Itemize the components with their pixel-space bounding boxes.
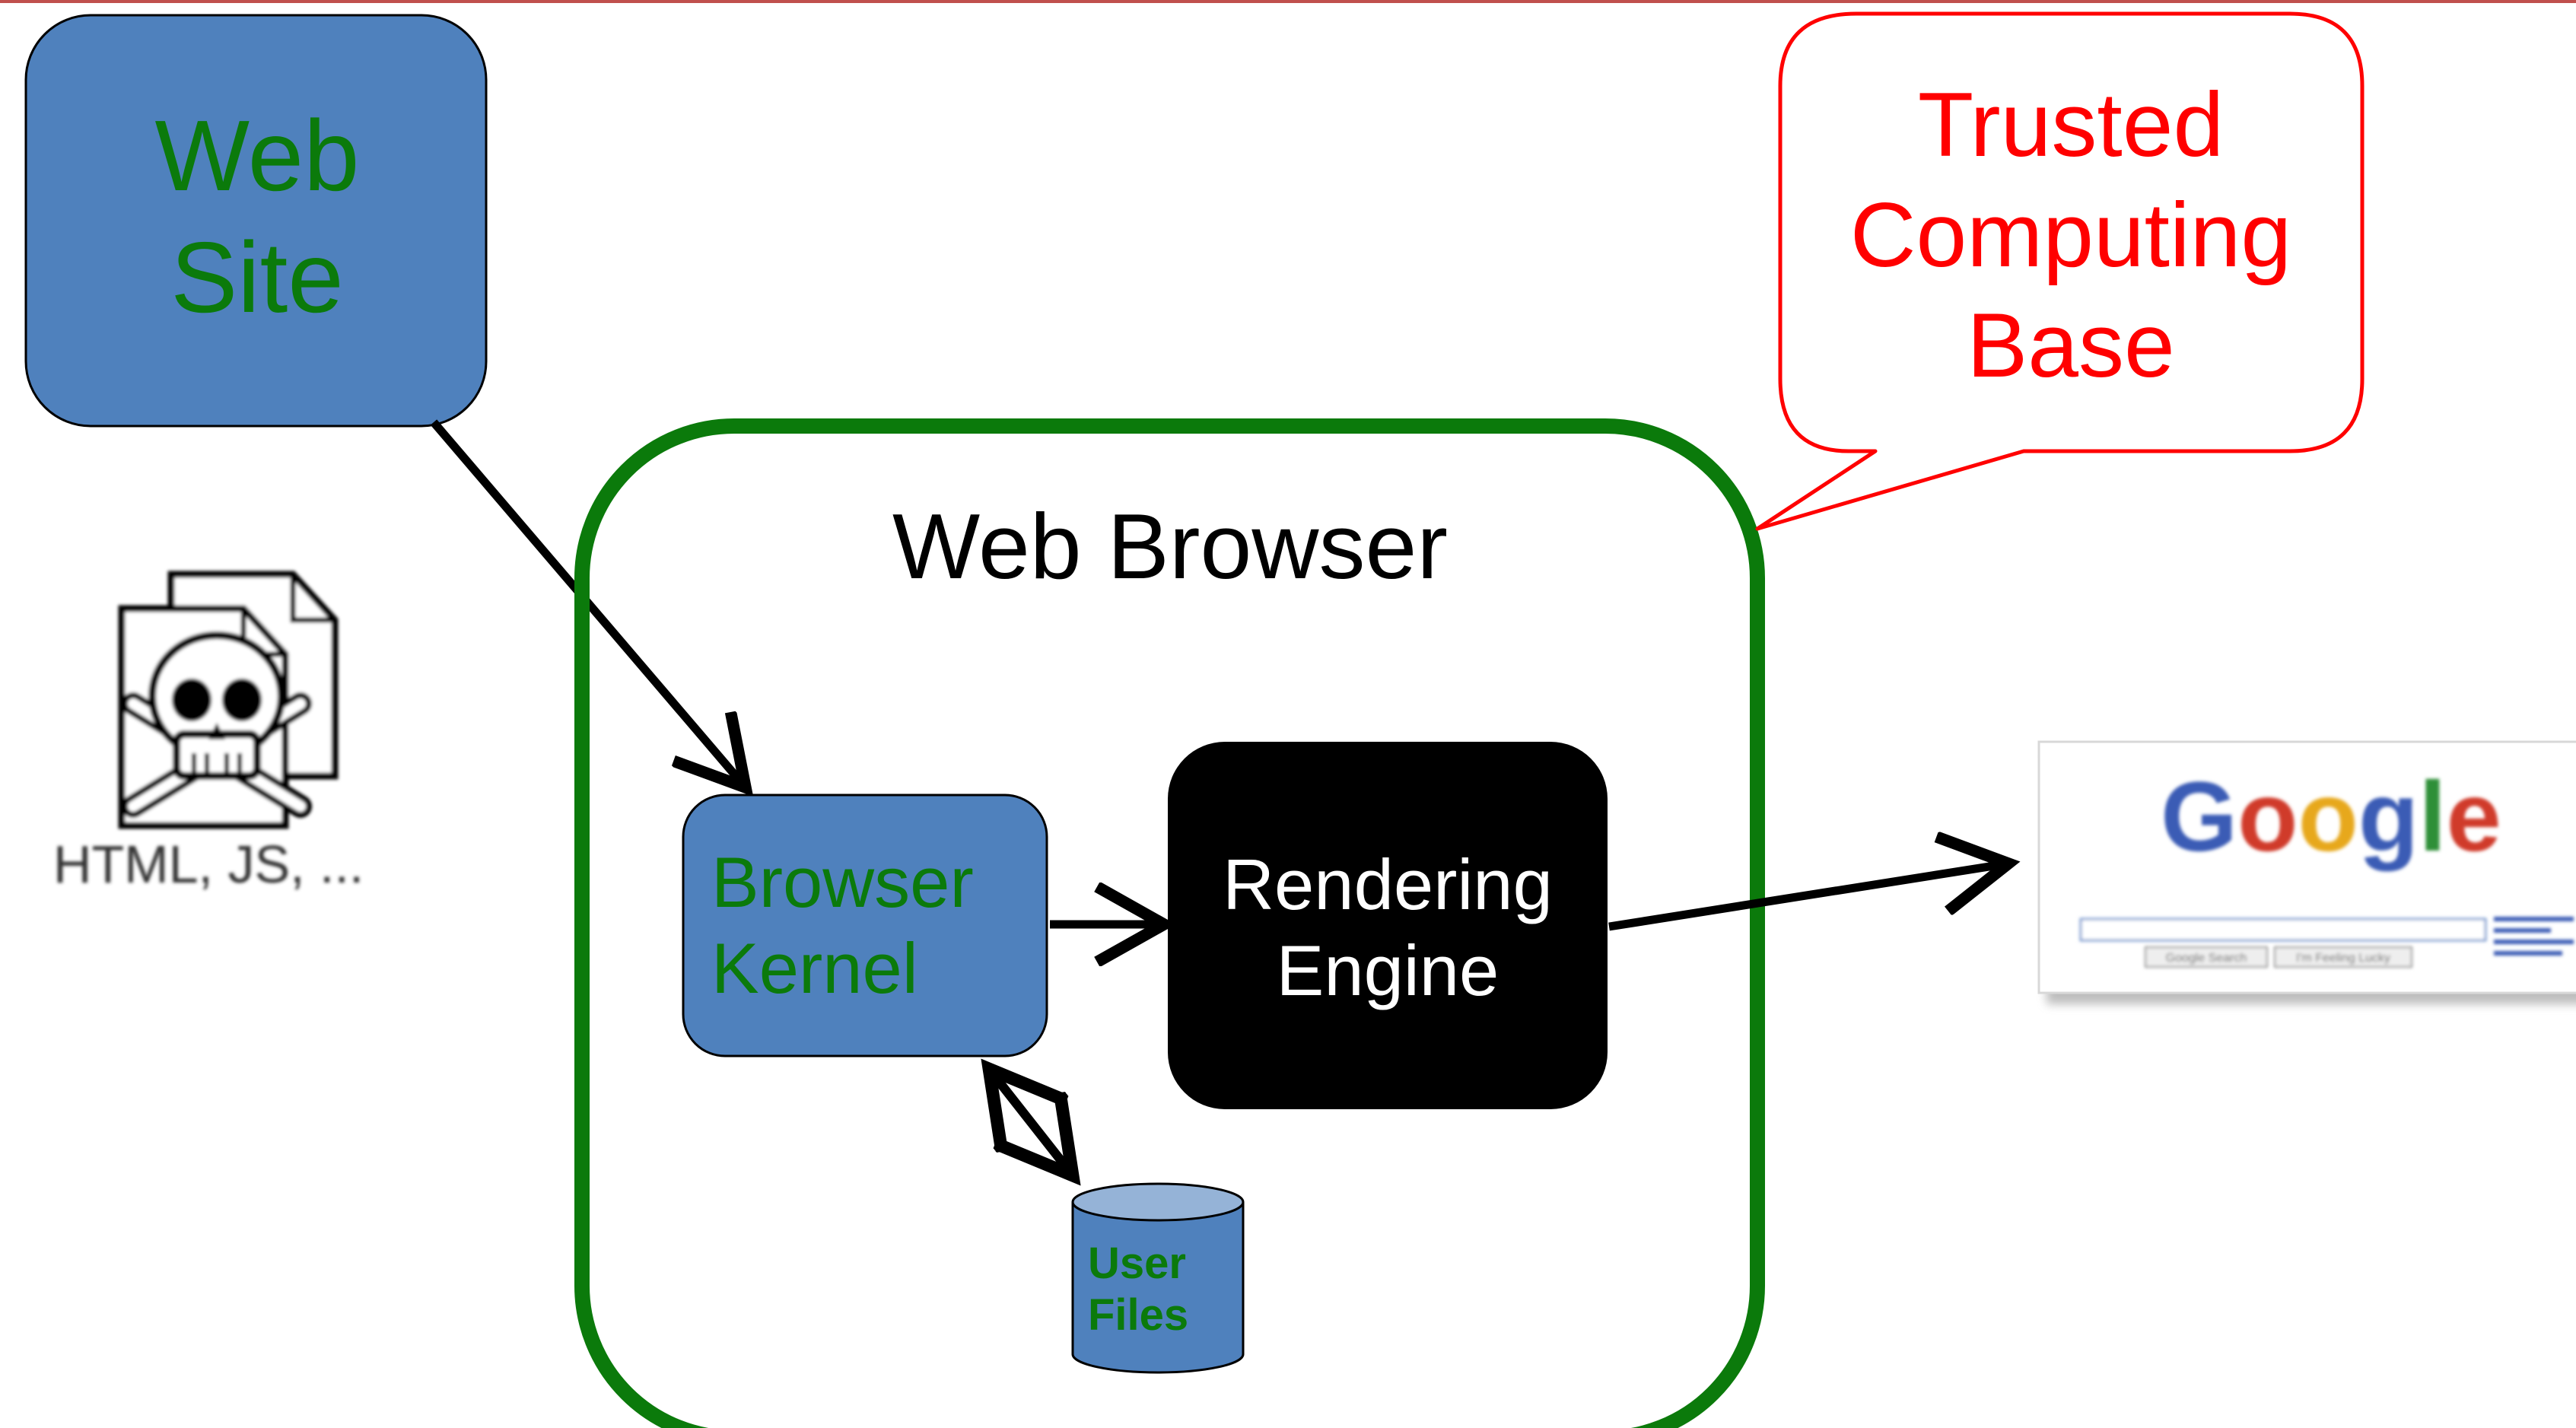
- browser-kernel-label-line2: Kernel: [711, 928, 918, 1008]
- user-files-node: User Files: [1071, 1182, 1245, 1374]
- user-files-cylinder-top: [1071, 1182, 1245, 1222]
- google-lucky-button: [2274, 946, 2412, 968]
- skull-crossbones-document-icon: [118, 571, 339, 829]
- browser-kernel-box: [682, 794, 1048, 1057]
- user-files-label-line2: Files: [1088, 1290, 1188, 1340]
- google-logo-letter: o: [2298, 761, 2358, 872]
- google-side-links: [2494, 940, 2574, 944]
- google-logo: Google: [2161, 761, 2501, 872]
- arrow-rendering-to-display: [1608, 863, 2008, 931]
- user-files-label-line1: User: [1088, 1239, 1186, 1288]
- web-browser-container: Web Browser: [574, 418, 1765, 1428]
- rendering-engine-node: Rendering Engine: [1168, 742, 1608, 1109]
- web-browser-box: [574, 418, 1765, 1428]
- browser-kernel-node: Browser Kernel: [682, 794, 1048, 1057]
- google-side-links: [2494, 951, 2562, 956]
- trusted-computing-base-callout: Trusted Computing Base: [1755, 11, 2365, 531]
- rendering-engine-label-line2: Engine: [1277, 930, 1499, 1010]
- google-search-button-label: Google Search: [2166, 952, 2247, 965]
- google-logo-letter: g: [2358, 761, 2419, 872]
- browser-kernel-label-line1: Browser: [711, 842, 974, 922]
- user-files-cylinder-body: [1071, 1202, 1245, 1374]
- google-logo-letter: o: [2237, 761, 2298, 872]
- google-page-preview: Google Google Search I'm Feeling Lucky: [2037, 740, 2576, 1004]
- attachment-label: HTML, JS, ...: [53, 835, 364, 894]
- web-site-node: Web Site: [24, 14, 488, 428]
- google-logo-letter: l: [2419, 761, 2446, 872]
- web-site-label-line2: Site: [170, 221, 343, 333]
- google-side-links: [2494, 917, 2574, 921]
- google-side-links: [2494, 928, 2551, 933]
- web-site-box: [24, 14, 488, 428]
- google-logo-letter: e: [2447, 761, 2501, 872]
- google-search-button: [2145, 946, 2268, 968]
- arrow-kernel-user-files: [989, 1069, 1073, 1175]
- google-search-input: [2079, 918, 2487, 942]
- web-browser-title: Web Browser: [892, 495, 1448, 598]
- web-site-label-line1: Web: [154, 100, 359, 211]
- rendering-engine-label-line1: Rendering: [1223, 844, 1553, 924]
- trusted-label-line3: Base: [1967, 294, 2175, 396]
- trusted-label-line2: Computing: [1850, 184, 2291, 286]
- google-lucky-button-label: I'm Feeling Lucky: [2296, 952, 2390, 965]
- rendering-engine-box: [1168, 742, 1608, 1109]
- google-logo-letter: G: [2161, 761, 2237, 872]
- callout-bubble: [1755, 11, 2365, 531]
- trusted-label-line1: Trusted: [1918, 74, 2224, 176]
